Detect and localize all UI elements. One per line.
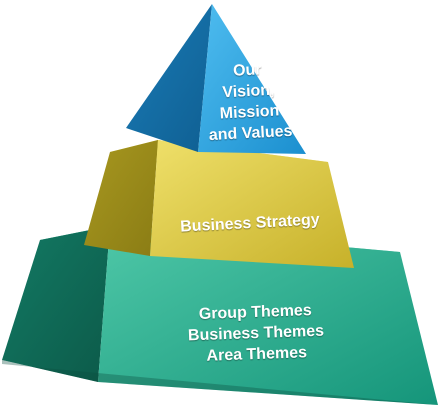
tier-top-front-face [198, 4, 306, 154]
tier-bottom-front-face [98, 226, 438, 405]
tier-middle [84, 140, 354, 268]
tier-top-label: Our Vision, Mission and Values [194, 57, 304, 146]
tier-middle-side-face [84, 140, 158, 256]
tier-middle-front-face [150, 140, 354, 268]
tier-bottom-label: Group Themes Business Themes Area Themes [157, 299, 355, 369]
tier-top-side-face [126, 4, 212, 152]
tier-bottom-side-face [2, 226, 110, 382]
tier-top [126, 4, 306, 154]
